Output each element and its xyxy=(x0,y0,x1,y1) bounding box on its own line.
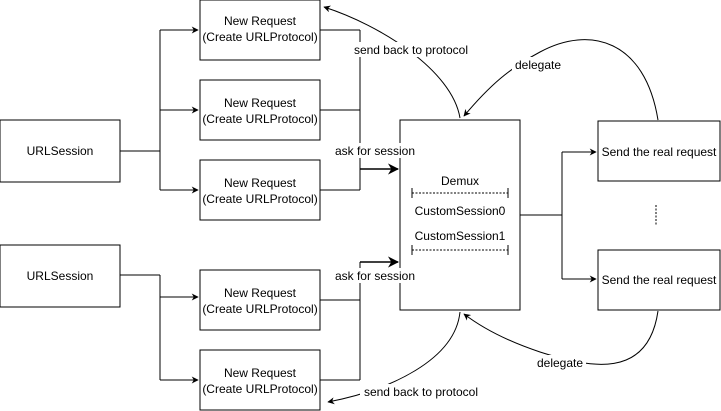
send-request-box-bottom xyxy=(597,249,721,311)
request-box-5-subtitle: (Create URLProtocol) xyxy=(202,382,317,396)
urlsession-box-bottom xyxy=(0,244,121,308)
request-box-3-subtitle: (Create URLProtocol) xyxy=(202,192,317,206)
label-bg-delegate-top xyxy=(512,57,564,72)
edge-send-back-bottom xyxy=(327,311,461,405)
demux-custom-session-1: CustomSession1 xyxy=(415,229,506,243)
label-ask-bottom: ask for session xyxy=(335,269,415,283)
urlsession-label-top: URLSession xyxy=(27,144,94,158)
demux-title: Demux xyxy=(441,174,479,188)
send-request-box-top xyxy=(597,120,721,182)
label-bg-ask-top xyxy=(332,143,418,158)
urlsession-box-top xyxy=(0,119,121,183)
request-box-3 xyxy=(199,159,321,221)
label-bg-delegate-bottom xyxy=(534,355,586,370)
demux-box xyxy=(399,119,521,311)
urlsession-label-bottom: URLSession xyxy=(27,269,94,283)
label-bg-ask-bottom xyxy=(332,268,418,283)
request-box-2-title: New Request xyxy=(224,96,297,110)
demux-custom-session-0: CustomSession0 xyxy=(415,204,506,218)
label-send-back-bottom: send back to protocol xyxy=(364,385,478,399)
request-box-4-title: New Request xyxy=(224,286,297,300)
request-box-2-subtitle: (Create URLProtocol) xyxy=(202,112,317,126)
label-delegate-top: delegate xyxy=(515,58,561,72)
request-box-5 xyxy=(199,349,321,411)
request-box-1-subtitle: (Create URLProtocol) xyxy=(202,30,317,44)
label-send-back-top: send back to protocol xyxy=(354,43,468,57)
request-box-2 xyxy=(199,79,321,141)
request-box-5-title: New Request xyxy=(224,366,297,380)
send-request-label-bottom: Send the real request xyxy=(602,273,717,287)
request-box-1 xyxy=(199,0,321,61)
request-box-3-title: New Request xyxy=(224,176,297,190)
label-delegate-bottom: delegate xyxy=(537,356,583,370)
send-request-label-top: Send the real request xyxy=(602,145,717,159)
request-box-4 xyxy=(199,269,321,331)
label-ask-top: ask for session xyxy=(335,144,415,158)
edge-delegate-top xyxy=(463,39,659,121)
edge-send-back-top xyxy=(323,5,461,119)
label-bg-send-back-top xyxy=(350,42,472,57)
request-box-4-subtitle: (Create URLProtocol) xyxy=(202,302,317,316)
label-bg-send-back-bottom xyxy=(360,384,482,399)
request-box-1-title: New Request xyxy=(224,14,297,28)
